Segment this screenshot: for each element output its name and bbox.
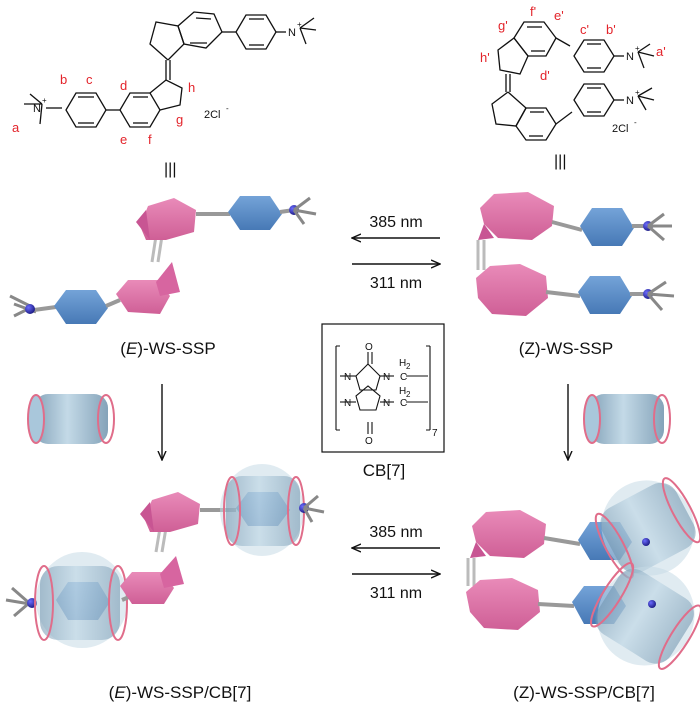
e-complex-host-left: [34, 552, 128, 648]
e-blue-upper-phenyl: [228, 196, 282, 230]
e-left-nitrogen: N: [33, 103, 41, 115]
e-isomer-structure: [24, 11, 317, 128]
e-blue-phenyl: [54, 290, 108, 324]
cb7-name: CB[7]: [363, 461, 406, 480]
cb7-h-upper: H: [399, 358, 406, 369]
z-complex-host-upper: [594, 477, 700, 579]
cb7-h-lower: H: [399, 386, 406, 397]
z-upper-charge: +: [635, 44, 640, 53]
e-complex-cartoon: [5, 464, 325, 648]
z-pink-upper-ring: [480, 192, 554, 240]
z-proton-label-g: g': [498, 18, 508, 33]
z-proton-label-b: b': [606, 22, 616, 37]
top-switching-arrows: 385 nm 311 nm: [352, 214, 440, 292]
z-lower-nitrogen: N: [626, 95, 634, 107]
cb7-n4: N: [383, 398, 390, 409]
cb7-c-upper: C: [400, 372, 407, 383]
e-proton-label-h: h: [188, 80, 195, 95]
e-complex-host-right: [220, 464, 305, 556]
z-pink-lower-ring: [476, 264, 548, 316]
e-proton-label-e: e: [120, 132, 127, 147]
e-ws-ssp-cartoon: [9, 196, 317, 324]
cb7-n3: N: [344, 398, 351, 409]
z-blue-lower-phenyl: [578, 276, 632, 314]
cb7-h-lower-sub: 2: [406, 390, 411, 399]
z-ws-ssp-cartoon: [476, 192, 675, 316]
z-equivalence-symbol: |||: [554, 153, 566, 170]
cb7-c-lower: C: [400, 398, 407, 409]
e-proton-label-d: d: [120, 78, 127, 93]
cb7-bottom-oxygen: O: [365, 436, 373, 447]
e-proton-label-c: c: [86, 72, 93, 87]
z-isomer-structure: [491, 21, 655, 141]
z-proton-label-c: c': [580, 22, 589, 37]
top-lower-wavelength: 311 nm: [370, 275, 422, 292]
z-lower-charge: +: [635, 88, 640, 97]
e-proton-label-a: a: [12, 120, 20, 135]
bottom-lower-wavelength: 311 nm: [370, 585, 422, 602]
top-upper-wavelength: 385 nm: [369, 214, 422, 231]
z-proton-label-a: a': [656, 44, 666, 59]
e-left-charge: +: [42, 96, 47, 105]
cb7-n1: N: [344, 372, 351, 383]
z-proton-label-e: e': [554, 8, 564, 23]
free-host-left: [27, 394, 115, 444]
z-blue-upper-phenyl: [580, 208, 634, 246]
cb7-n2: N: [383, 372, 390, 383]
z-proton-label-d: d': [540, 68, 550, 83]
e-complex-name: (E)-WS-SSP/CB[7]: [109, 683, 252, 702]
z-proton-label-h: h': [480, 50, 490, 65]
e-pink-upper-ring: [140, 198, 196, 240]
e-isomer-name: (E)-WS-SSP: [120, 339, 215, 358]
e-pink-lower-ring: [116, 280, 170, 314]
e-right-charge: +: [297, 20, 302, 29]
z-proton-label-f: f': [530, 4, 536, 19]
z-complex-host-lower: [590, 562, 700, 670]
cb7-structure: O O N N N N H 2 C H 2 C 7: [321, 323, 445, 453]
cb7-h-upper-sub: 2: [406, 362, 411, 371]
e-proton-label-b: b: [60, 72, 67, 87]
free-host-right: [583, 394, 671, 444]
z-complex-name: (Z)-WS-SSP/CB[7]: [513, 683, 655, 702]
bottom-upper-wavelength: 385 nm: [369, 524, 422, 541]
z-counterion: 2Cl: [612, 123, 629, 135]
z-complex-cartoon: [466, 477, 700, 670]
bottom-switching-arrows: 385 nm 311 nm: [352, 524, 440, 602]
z-counterion-charge: -: [634, 118, 637, 127]
e-counterion: 2Cl: [204, 109, 221, 121]
e-proton-label-g: g: [176, 112, 183, 127]
e-equivalence-symbol: |||: [164, 161, 176, 178]
cb7-top-oxygen: O: [365, 342, 373, 353]
cb7-frame: [321, 323, 445, 453]
e-right-nitrogen: N: [288, 27, 296, 39]
cb7-repeat-count: 7: [432, 428, 438, 439]
z-upper-nitrogen: N: [626, 51, 634, 63]
e-nitrogen-ball: [25, 304, 35, 314]
e-proton-label-f: f: [148, 132, 152, 147]
e-counterion-charge: -: [226, 104, 229, 113]
z-isomer-name: (Z)-WS-SSP: [519, 339, 613, 358]
